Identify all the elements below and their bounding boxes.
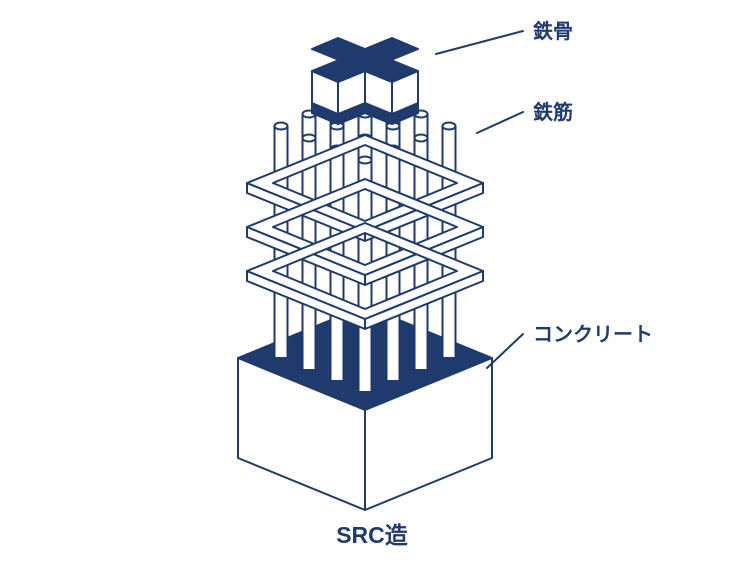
hoop-band xyxy=(246,222,484,330)
leader-line-rebar xyxy=(476,111,524,134)
leader-line-steel-frame xyxy=(435,30,524,55)
steel-frame-top-face xyxy=(311,37,419,83)
steel-frame-bottom-flange xyxy=(391,102,419,125)
diagram-caption: SRC造 xyxy=(336,522,409,548)
label-steel-frame: 鉄骨 xyxy=(533,19,573,43)
steel-frame-graphic xyxy=(311,37,419,125)
leader-line-concrete xyxy=(486,333,524,369)
concrete-cube-right-face xyxy=(364,357,493,511)
label-concrete: コンクリート xyxy=(533,323,653,346)
label-rebar: 鉄筋 xyxy=(533,100,573,124)
